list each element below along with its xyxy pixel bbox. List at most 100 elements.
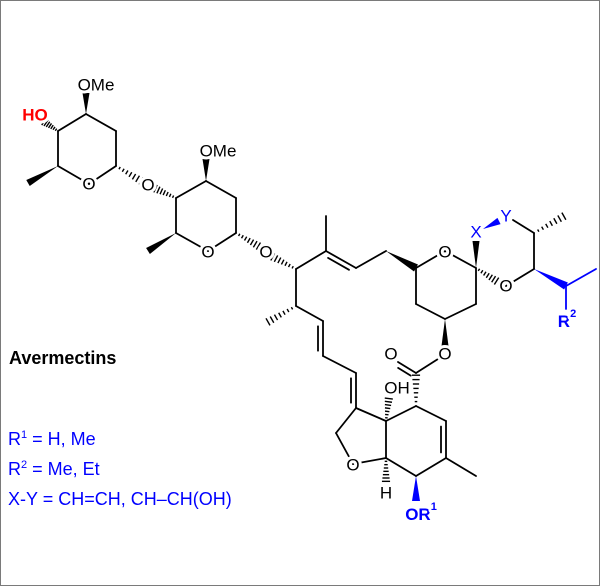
hashed-bond [269, 316, 275, 324]
hashed-bond [480, 269, 484, 274]
hashed-bond [549, 220, 553, 227]
hashed-bond [483, 271, 487, 276]
bond [385, 405, 417, 422]
hashed-bond [384, 403, 392, 407]
bond [175, 180, 207, 199]
wedge-bond [412, 476, 420, 501]
hashed-bond [252, 240, 258, 248]
hashed-bond [545, 223, 549, 229]
bond [335, 407, 357, 434]
bond [205, 180, 237, 199]
atom-o-glyco1: O [141, 176, 154, 195]
hashed-bond [135, 175, 141, 183]
bond [565, 268, 597, 287]
atom-labels: OMe HO O O OMe O O O X Y O R2 O O OH O H… [19, 73, 579, 527]
hashed-bond [255, 242, 262, 250]
hashed-bond [41, 117, 47, 126]
hashed-bond [125, 170, 129, 175]
hashed-bond [280, 259, 285, 265]
hashed-bond [291, 265, 294, 269]
bond [444, 303, 477, 320]
hashed-bond [171, 195, 175, 199]
bond [444, 250, 477, 269]
hashed-bond [43, 119, 49, 127]
hashed-bond [537, 229, 540, 233]
hashed-bond [54, 128, 58, 132]
hashed-bond [290, 306, 294, 310]
hashed-bond [50, 124, 54, 130]
bond [505, 268, 535, 287]
wedge-bond [441, 319, 449, 346]
hashed-bond [265, 317, 271, 326]
bond [295, 305, 324, 322]
wedge-bond [483, 217, 501, 229]
hashed-bond [131, 173, 137, 180]
wedge-bond [534, 269, 568, 290]
atom-x: X [470, 223, 481, 242]
bond [88, 165, 117, 185]
bond [397, 361, 417, 374]
hashed-bond [286, 308, 290, 313]
hashed-bond [270, 252, 276, 261]
hashed-bond [553, 217, 558, 225]
hashed-bond [491, 275, 497, 283]
hashed-bond [273, 255, 279, 263]
bond [415, 358, 439, 374]
atom-o-spiro-b: O [499, 277, 512, 296]
hashed-bond [488, 274, 493, 281]
bond [327, 257, 350, 271]
hashed-bond [384, 407, 391, 410]
bond [352, 457, 387, 465]
atom-y: Y [500, 207, 511, 226]
atom-or1: OR1 [405, 501, 437, 524]
hashed-bond [541, 226, 544, 231]
hashed-bond [138, 177, 144, 185]
atom-o-sugar2-ring: O [201, 243, 214, 262]
atom-ome-top: OMe [78, 76, 115, 95]
hashed-bond [287, 263, 291, 268]
wedge-bond [472, 241, 480, 268]
hashed-bond [162, 189, 167, 196]
hashed-bond [384, 400, 393, 403]
hashed-bond [243, 236, 248, 241]
atom-o-glyco2: O [259, 243, 272, 262]
hashed-bond [47, 123, 53, 129]
hashed-bond [156, 186, 161, 194]
hashed-bond [237, 233, 241, 237]
bond [415, 303, 446, 320]
bond [355, 407, 387, 422]
atom-o-ester: O [438, 345, 451, 364]
hashed-bond [282, 310, 286, 316]
bond [57, 113, 87, 132]
legend-xy: X-Y = CH=CH, CH–CH(OH) [8, 489, 232, 509]
compound-class-title: Avermectins [9, 348, 117, 368]
hashed-bond [249, 239, 255, 246]
bond [85, 113, 117, 132]
hashed-bond [128, 171, 133, 178]
hashed-bond [561, 212, 567, 221]
hashed-bond [153, 184, 158, 193]
wedge-bond [202, 159, 210, 181]
hashed-bond [384, 397, 393, 400]
bond [335, 432, 354, 465]
bond [322, 355, 357, 374]
hashed-bond [277, 257, 282, 264]
bond [397, 367, 412, 377]
hashed-bond [278, 312, 282, 318]
bond [415, 250, 446, 269]
atom-r2: R2 [558, 308, 576, 331]
bond [57, 165, 90, 185]
hashed-bond [485, 272, 490, 279]
hashed-bond [45, 121, 51, 128]
bond [445, 457, 477, 477]
hashed-bond [159, 188, 164, 195]
hashed-bond [477, 268, 481, 272]
wedge-bond [82, 93, 90, 114]
hashed-bond [273, 314, 279, 321]
bond [512, 219, 535, 234]
atom-ome-mid: OMe [200, 142, 237, 161]
hashed-bond [168, 193, 172, 198]
atom-o-spiro-ring: O [438, 243, 451, 262]
